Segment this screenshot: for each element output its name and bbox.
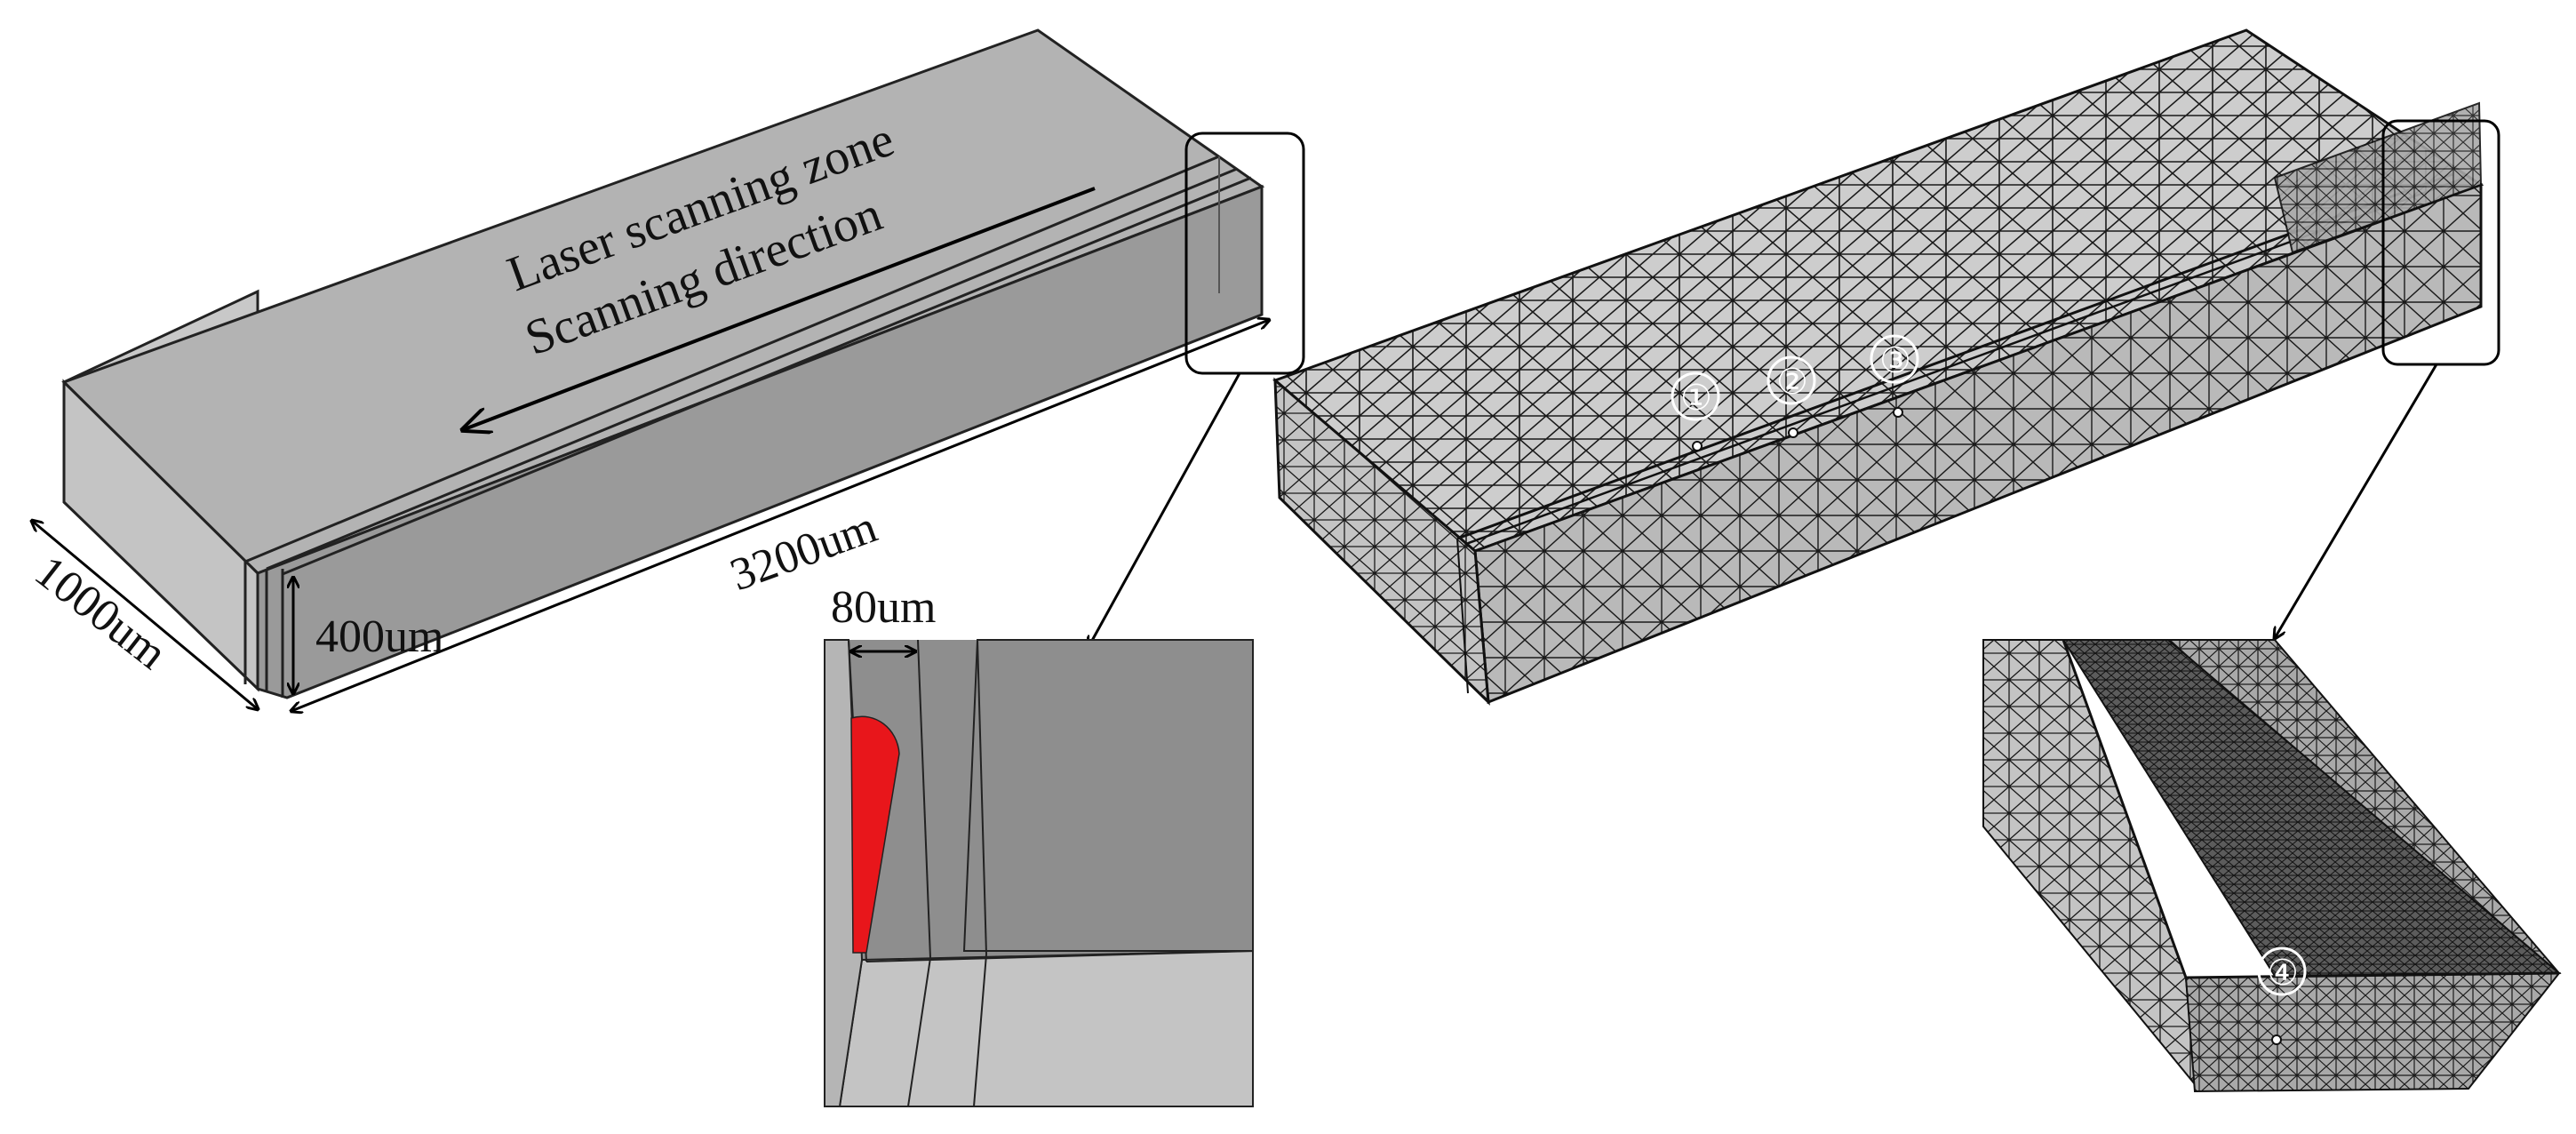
mesh-end-face (1273, 377, 1490, 706)
marker-4-label: ④ (2267, 953, 2299, 993)
inset-mesh-mid-region (2165, 639, 2560, 974)
marker-2[interactable]: ② (1767, 355, 1816, 438)
right-zoom-box (2381, 119, 2500, 366)
length-dimension-line (291, 320, 1269, 711)
right-model: ① ② ③ (1272, 28, 2500, 706)
inset-mesh-front-face (2184, 971, 2562, 1093)
width-dimension-line (32, 521, 258, 709)
left-inset: 80um (824, 582, 1254, 1107)
marker-4[interactable]: ④ (2257, 946, 2307, 1045)
mesh-refined-strip (2273, 101, 2483, 254)
left-model: Laser scanning zone Scanning direction 3… (26, 28, 1305, 711)
marker-1-label: ① (1680, 378, 1712, 418)
marker-1[interactable]: ① (1671, 371, 1720, 451)
inset-bottom-face (838, 949, 1254, 1107)
height-label: 400um (315, 611, 443, 662)
marker-3[interactable]: ③ (1870, 334, 1919, 418)
marker-3-label: ③ (1879, 340, 1911, 380)
right-inset: ④ (1982, 639, 2562, 1093)
left-zoom-box (1184, 132, 1305, 375)
inset-width-label: 80um (831, 582, 936, 633)
marker-2-label: ② (1776, 362, 1808, 402)
melt-pool-shape (850, 715, 900, 954)
inset-right-face (962, 639, 1254, 952)
